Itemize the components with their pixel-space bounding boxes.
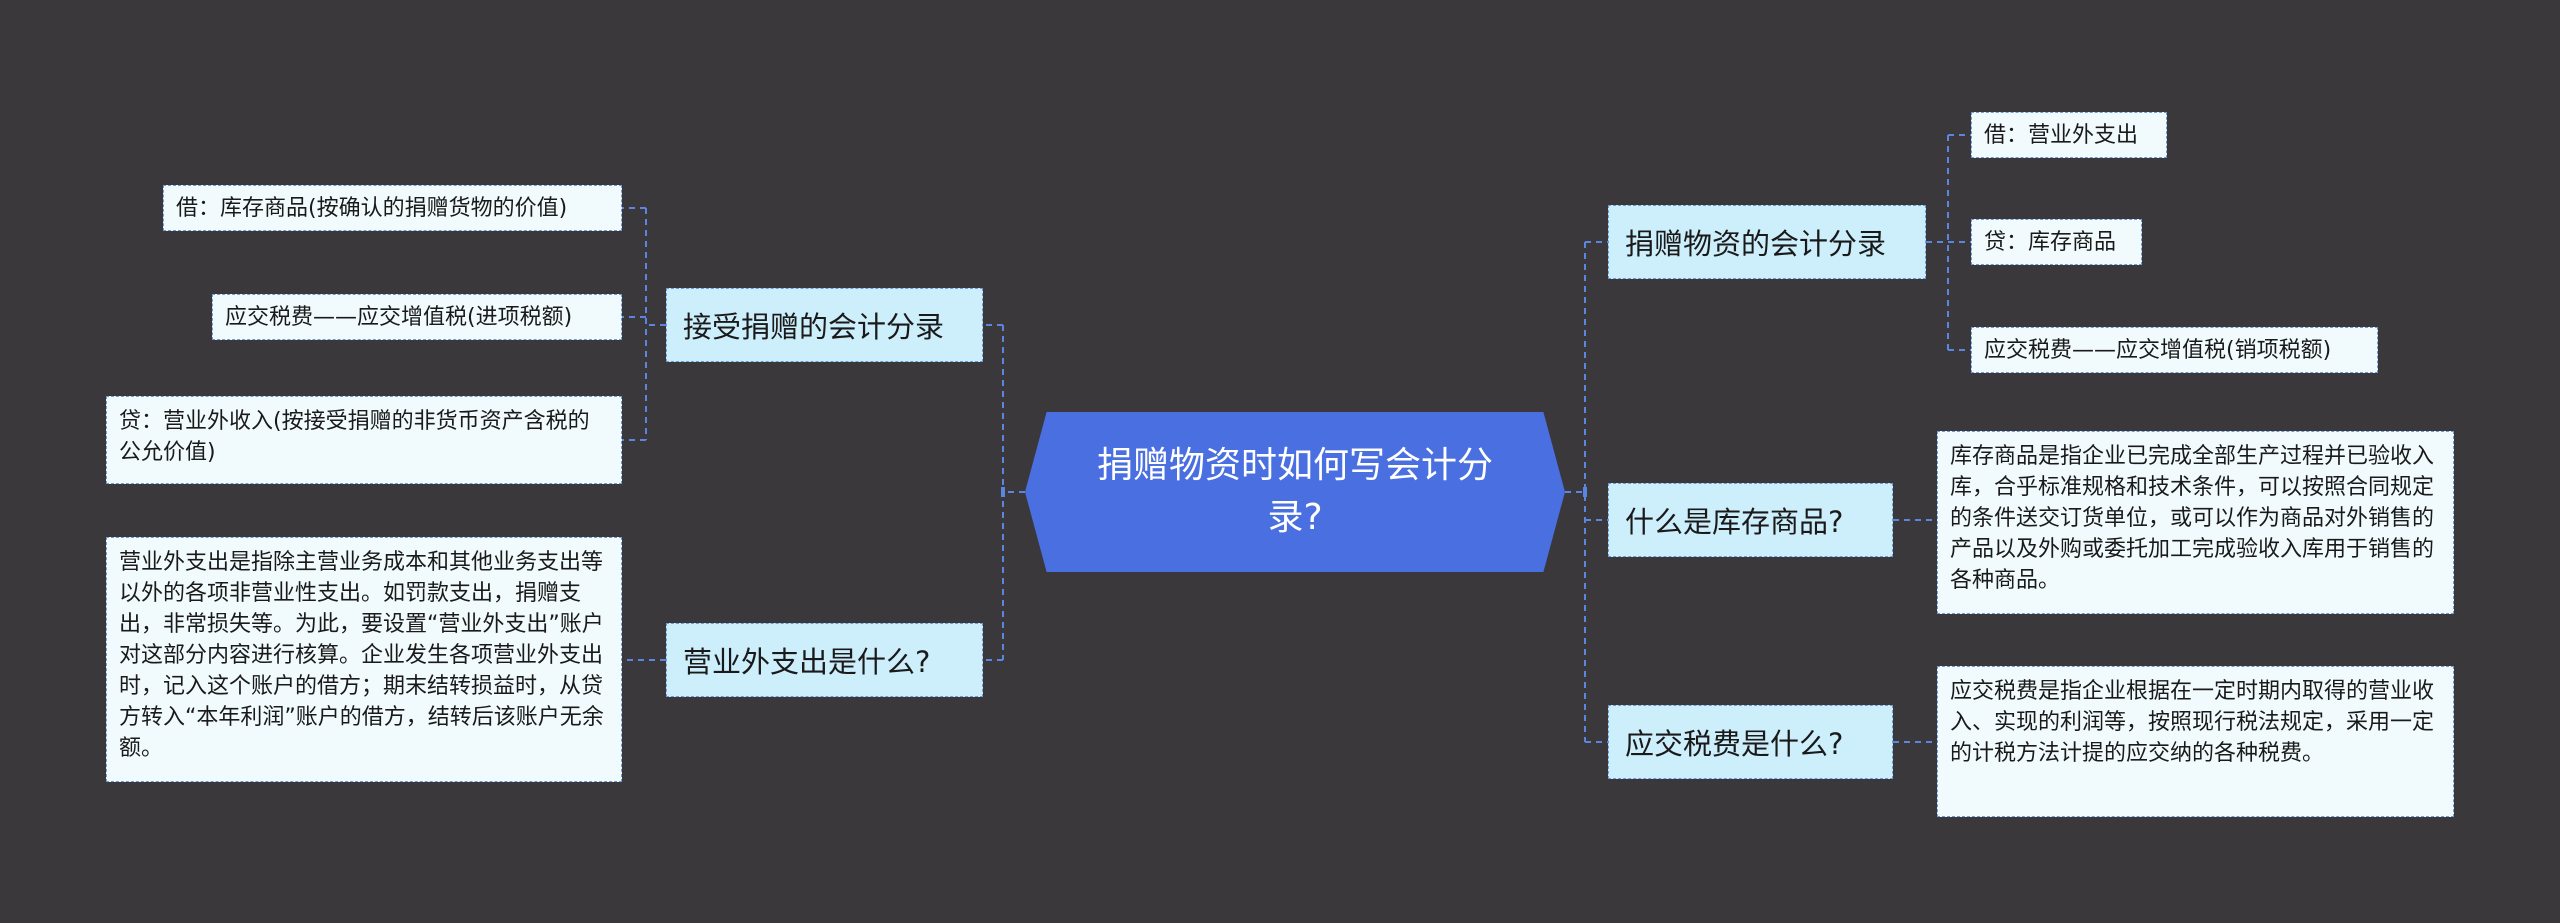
leaf-tax-payable-description[interactable]: 应交税费是指企业根据在一定时期内取得的营业收入、实现的利润等，按照现行税法规定，… [1937,666,2454,817]
leaf-donate-credit[interactable]: 贷：库存商品 [1971,219,2142,265]
branch-donate-entries[interactable]: 捐赠物资的会计分录 [1608,205,1926,279]
branch-what-is-inventory-label: 什么是库存商品? [1625,505,1844,539]
leaf-donate-tax-text: 应交税费——应交增值税(销项税额) [1984,338,2332,363]
leaf-donate-tax[interactable]: 应交税费——应交增值税(销项税额) [1971,327,2378,373]
leaf-accept-credit-text: 贷：营业外收入(按接受捐赠的非货币资产含税的公允价值) [119,409,590,465]
branch-donate-entries-label: 捐赠物资的会计分录 [1625,227,1887,261]
branch-what-is-tax-payable[interactable]: 应交税费是什么? [1608,705,1893,779]
leaf-inventory-description-text: 库存商品是指企业已完成全部生产过程并已验收入库，合乎标准规格和技术条件，可以按照… [1950,444,2435,593]
branch-nonoperating-expense[interactable]: 营业外支出是什么? [666,623,983,697]
branch-accept-donation[interactable]: 接受捐赠的会计分录 [666,288,983,362]
branch-accept-donation-label: 接受捐赠的会计分录 [683,310,945,344]
leaf-accept-debit-text: 借：库存商品(按确认的捐赠货物的价值) [176,196,568,221]
branch-nonoperating-expense-label: 营业外支出是什么? [683,645,931,679]
leaf-expense-description-text: 营业外支出是指除主营业务成本和其他业务支出等以外的各项非营业性支出。如罚款支出，… [119,550,604,761]
leaf-accept-tax[interactable]: 应交税费——应交增值税(进项税额) [212,294,622,340]
leaf-accept-credit[interactable]: 贷：营业外收入(按接受捐赠的非货币资产含税的公允价值) [106,396,622,484]
leaf-tax-payable-description-text: 应交税费是指企业根据在一定时期内取得的营业收入、实现的利润等，按照现行税法规定，… [1950,679,2435,766]
leaf-donate-debit-text: 借：营业外支出 [1984,123,2139,148]
branch-what-is-inventory[interactable]: 什么是库存商品? [1608,483,1893,557]
leaf-inventory-description[interactable]: 库存商品是指企业已完成全部生产过程并已验收入库，合乎标准规格和技术条件，可以按照… [1937,431,2454,614]
leaf-donate-debit[interactable]: 借：营业外支出 [1971,112,2167,158]
branch-what-is-tax-payable-label: 应交税费是什么? [1625,727,1844,761]
leaf-accept-debit[interactable]: 借：库存商品(按确认的捐赠货物的价值) [163,185,622,231]
central-topic[interactable]: 捐赠物资时如何写会计分录? [1025,412,1565,572]
leaf-accept-tax-text: 应交税费——应交增值税(进项税额) [225,305,573,330]
central-topic-label: 捐赠物资时如何写会计分录? [1096,445,1493,538]
leaf-expense-description[interactable]: 营业外支出是指除主营业务成本和其他业务支出等以外的各项非营业性支出。如罚款支出，… [106,537,622,782]
leaf-donate-credit-text: 贷：库存商品 [1984,230,2117,255]
